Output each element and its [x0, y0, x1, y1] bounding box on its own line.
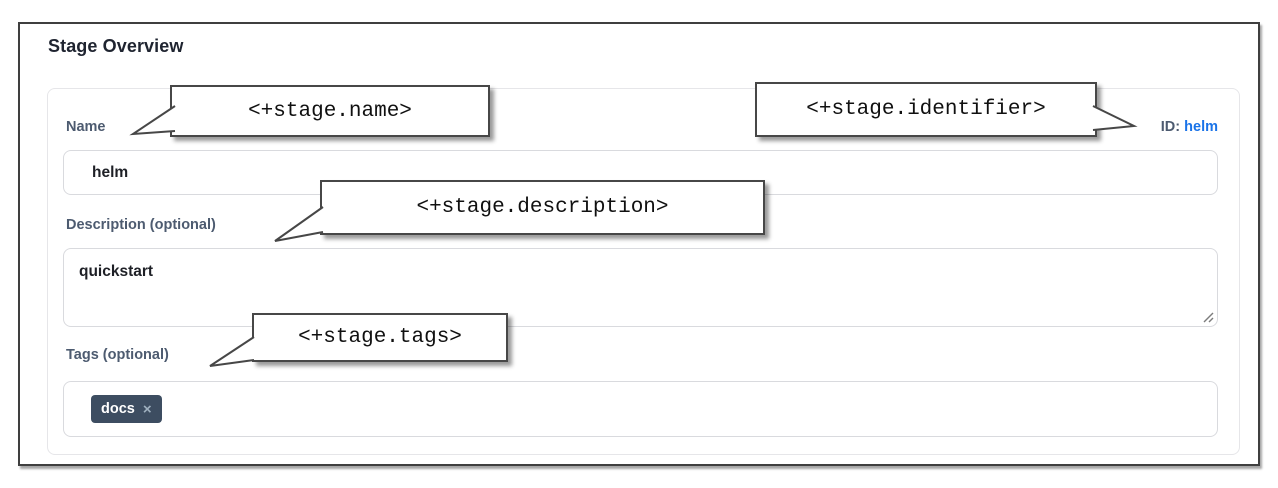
stage-id: ID: helm	[1161, 119, 1218, 135]
id-value-link[interactable]: helm	[1184, 119, 1218, 135]
annotation-identifier-tail	[1092, 105, 1138, 131]
annotation-description-tail	[274, 206, 324, 242]
annotation-identifier-callout: <+stage.identifier>	[755, 82, 1097, 137]
tags-label: Tags (optional)	[66, 347, 169, 363]
description-textarea[interactable]: quickstart	[63, 248, 1218, 327]
id-label: ID:	[1160, 119, 1181, 135]
annotation-tags-tail	[209, 336, 255, 367]
tags-input[interactable]: docs ×	[63, 381, 1218, 437]
annotation-tags-callout: <+stage.tags>	[252, 313, 508, 362]
tag-chip[interactable]: docs ×	[91, 395, 162, 423]
tag-chip-label: docs	[101, 401, 135, 417]
name-label: Name	[66, 119, 106, 135]
annotation-description-callout: <+stage.description>	[320, 180, 765, 235]
page-title: Stage Overview	[48, 36, 184, 56]
annotation-name-callout: <+stage.name>	[170, 85, 490, 137]
tag-remove-icon[interactable]: ×	[142, 400, 152, 418]
resize-handle-icon[interactable]	[1202, 311, 1214, 323]
description-value: quickstart	[79, 263, 154, 280]
annotation-name-tail	[129, 105, 176, 136]
description-label: Description (optional)	[66, 217, 216, 233]
